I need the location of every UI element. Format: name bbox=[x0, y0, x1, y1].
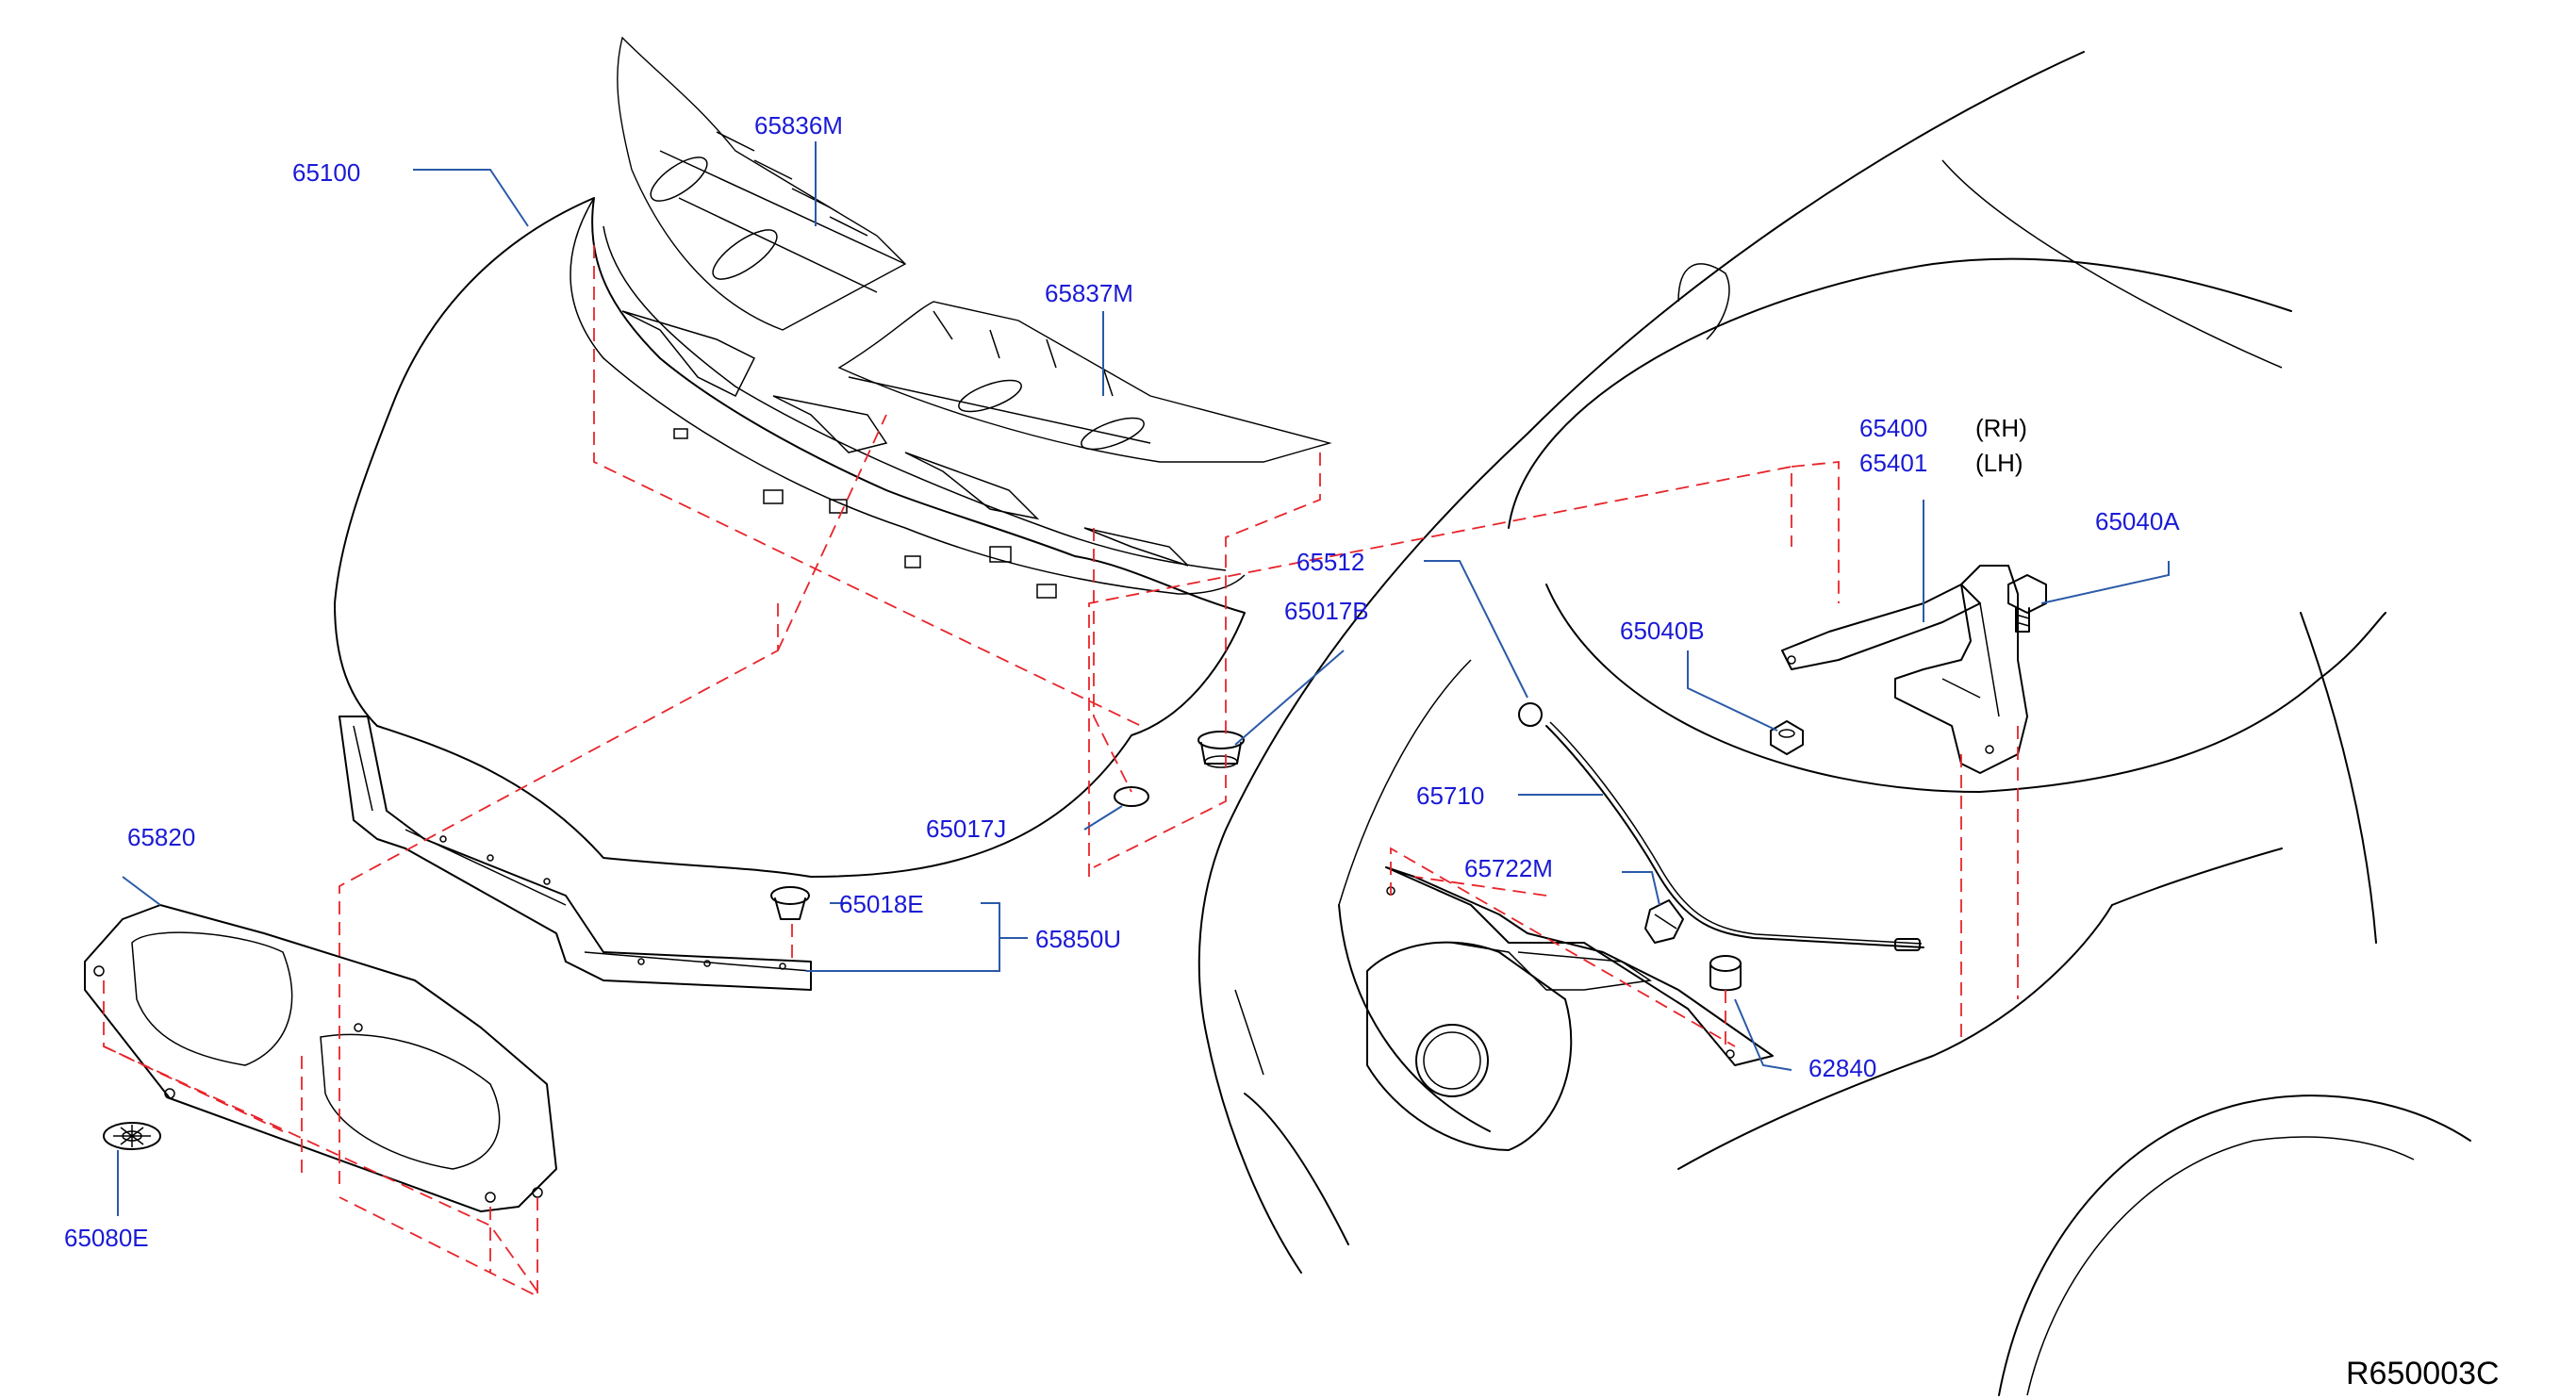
label-65017J: 65017J bbox=[926, 815, 1006, 843]
label-65710: 65710 bbox=[1416, 782, 1484, 810]
lock-bolt-65040A bbox=[2007, 574, 2047, 633]
front-grille-area bbox=[1366, 866, 1774, 1151]
hood-lock-65400 bbox=[1781, 565, 2028, 774]
note-rh: (RH) bbox=[1975, 414, 2027, 442]
hood-insulator-front bbox=[617, 36, 907, 331]
hood-insulator-rear bbox=[837, 301, 1332, 463]
label-65820: 65820 bbox=[127, 823, 195, 851]
hood-seal-strip bbox=[339, 716, 812, 991]
label-65722M: 65722M bbox=[1464, 854, 1553, 882]
cowl-clip-65080E bbox=[103, 1122, 161, 1150]
cable-clip-65722M bbox=[1644, 899, 1684, 944]
label-65400: 65400 bbox=[1859, 414, 1927, 442]
hood-panel bbox=[334, 197, 1246, 878]
label-65837M: 65837M bbox=[1045, 279, 1133, 307]
label-65080E: 65080E bbox=[64, 1224, 149, 1252]
label-65836M: 65836M bbox=[754, 111, 843, 140]
note-lh: (LH) bbox=[1975, 449, 2023, 477]
hood-plug-65017J bbox=[1114, 786, 1149, 807]
label-65040A: 65040A bbox=[2095, 507, 2180, 535]
hood-release-cable-65710 bbox=[1518, 702, 1924, 951]
assembly-guide-lines bbox=[103, 245, 2019, 1298]
label-65512: 65512 bbox=[1296, 548, 1364, 576]
bumper-rubber-62840 bbox=[1709, 955, 1742, 992]
vehicle-body-outline bbox=[1197, 51, 2471, 1396]
label-65040B: 65040B bbox=[1620, 617, 1705, 645]
cowl-panel-65820 bbox=[84, 904, 557, 1212]
hood-clip-65018E bbox=[770, 886, 810, 920]
label-65850U: 65850U bbox=[1035, 925, 1121, 953]
label-65017B: 65017B bbox=[1284, 597, 1369, 625]
leader-lines bbox=[117, 141, 2170, 1216]
label-62840: 62840 bbox=[1808, 1054, 1876, 1082]
part-labels: 65100 65836M 65837M 65512 65017B 65017J … bbox=[64, 111, 2180, 1252]
diagram-reference-code: R650003C bbox=[2346, 1356, 2500, 1391]
label-65018E: 65018E bbox=[839, 890, 924, 918]
lock-nut-65040B bbox=[1770, 720, 1804, 755]
label-65401: 65401 bbox=[1859, 449, 1927, 477]
label-65100: 65100 bbox=[292, 158, 360, 187]
hood-bumper-65017B bbox=[1197, 731, 1245, 768]
